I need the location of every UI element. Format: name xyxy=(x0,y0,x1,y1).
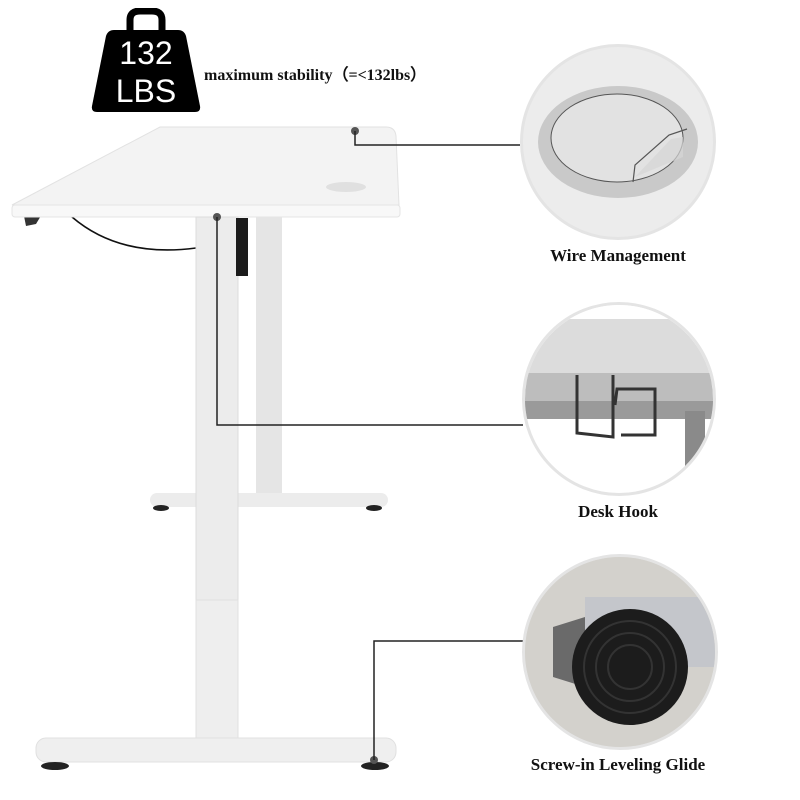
feature-label-leveling-glide: Screw-in Leveling Glide xyxy=(530,755,706,774)
stability-text: maximum stability（=<132lbs） xyxy=(204,67,427,84)
leveling-glide-detail xyxy=(522,554,718,750)
desk-hook-detail xyxy=(522,302,716,496)
feature-label-wire-management: Wire Management xyxy=(550,246,686,265)
weight-unit: LBS xyxy=(115,73,177,109)
feature-label-desk-hook: Desk Hook xyxy=(578,502,658,521)
wire-management-detail xyxy=(520,44,716,240)
weight-number: 132 xyxy=(119,35,173,71)
weight-icon: 132 LBS xyxy=(90,7,202,114)
